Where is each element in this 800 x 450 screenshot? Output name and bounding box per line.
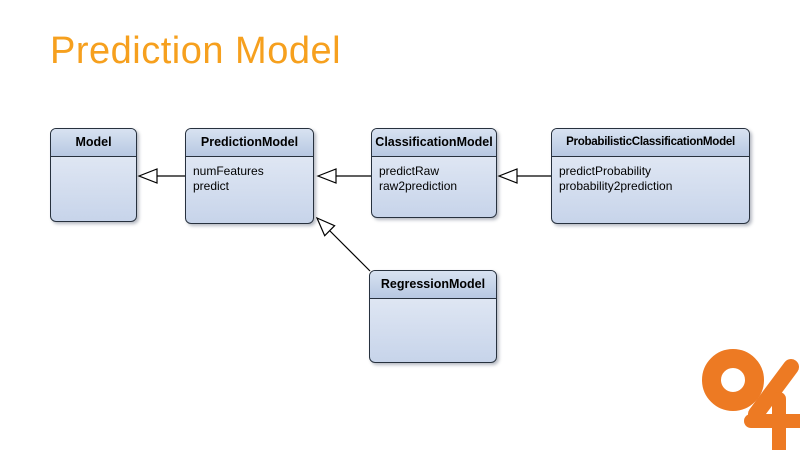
class-box-regression-model: RegressionModel bbox=[369, 270, 497, 363]
class-box-probabilistic-classification-model: ProbabilisticClassificationModel predict… bbox=[551, 128, 750, 224]
member-numfeatures: numFeatures bbox=[193, 164, 264, 178]
class-members-regression-model bbox=[370, 299, 496, 306]
class-members-probabilistic-classification-model: predictProbability probability2predictio… bbox=[552, 157, 749, 194]
inheritance-arrowhead-icon bbox=[315, 216, 336, 237]
class-box-model: Model bbox=[50, 128, 137, 222]
member-raw2prediction: raw2prediction bbox=[379, 179, 458, 193]
class-title-classification-model: ClassificationModel bbox=[372, 129, 496, 157]
inheritance-arrow-prediction-to-model bbox=[137, 168, 185, 184]
class-box-prediction-model: PredictionModel numFeatures predict bbox=[185, 128, 314, 224]
inheritance-arrowhead-icon bbox=[497, 168, 518, 184]
member-predict: predict bbox=[193, 179, 230, 193]
inheritance-arrowhead-icon bbox=[137, 168, 158, 184]
inheritance-arrow-regression-to-prediction bbox=[315, 216, 371, 272]
class-title-model: Model bbox=[51, 129, 136, 157]
class-box-classification-model: ClassificationModel predictRaw raw2predi… bbox=[371, 128, 497, 218]
class-title-prediction-model: PredictionModel bbox=[186, 129, 313, 157]
class-members-classification-model: predictRaw raw2prediction bbox=[372, 157, 496, 194]
class-title-probabilistic-classification-model: ProbabilisticClassificationModel bbox=[552, 129, 749, 157]
page-title: Prediction Model bbox=[50, 30, 342, 72]
class-title-regression-model: RegressionModel bbox=[370, 271, 496, 299]
inheritance-arrow-classification-to-prediction bbox=[316, 168, 371, 184]
member-predictprobability: predictProbability bbox=[559, 164, 652, 178]
class-members-model bbox=[51, 157, 136, 164]
class-members-prediction-model: numFeatures predict bbox=[186, 157, 313, 194]
inheritance-arrowhead-icon bbox=[316, 168, 337, 184]
member-predictraw: predictRaw bbox=[379, 164, 440, 178]
inheritance-arrow-probabilistic-to-classification bbox=[497, 168, 551, 184]
orange-logo-icon bbox=[702, 349, 800, 450]
member-probability2prediction: probability2prediction bbox=[559, 179, 673, 193]
